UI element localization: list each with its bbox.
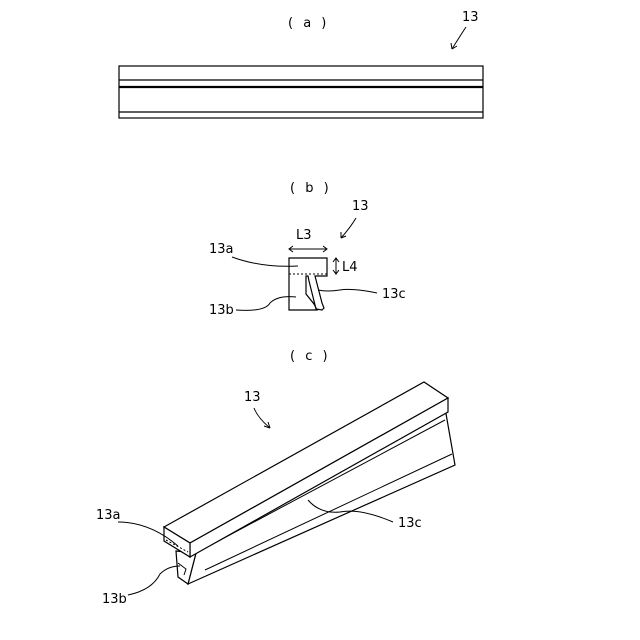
panel-b-ref-arrow bbox=[341, 218, 356, 238]
label-13a: 13a bbox=[209, 242, 234, 257]
panel-c-ref-arrow bbox=[254, 408, 270, 428]
rail-perspective bbox=[164, 382, 455, 584]
panel-a-caption: ( a ) bbox=[288, 16, 329, 31]
panel-b-ref-label: 13 bbox=[352, 199, 369, 214]
panel-a: ( a ) 13 bbox=[119, 10, 483, 118]
rail-side-view bbox=[119, 66, 483, 118]
dimension-l3-label: L3 bbox=[296, 228, 312, 243]
panel-c-ref-label: 13 bbox=[244, 390, 261, 405]
panel-c: ( c ) 13 13a 13b 13c bbox=[96, 349, 455, 607]
panel-b: ( b ) 13 L3 L4 13a 13b 13c bbox=[209, 181, 406, 318]
leader-13c bbox=[318, 289, 377, 293]
panel-a-ref-arrow bbox=[452, 27, 466, 49]
panel-c-caption: ( c ) bbox=[290, 349, 331, 364]
panel-a-ref-label: 13 bbox=[462, 10, 479, 25]
label-13c: 13c bbox=[382, 287, 406, 302]
leader-13b bbox=[236, 297, 296, 311]
label-13b: 13b bbox=[209, 303, 234, 318]
leader-c-13b bbox=[128, 566, 180, 595]
label-c-13c: 13c bbox=[398, 516, 422, 531]
label-c-13a: 13a bbox=[96, 508, 121, 523]
leader-13a bbox=[232, 257, 298, 266]
label-c-13b: 13b bbox=[102, 592, 127, 607]
panel-b-caption: ( b ) bbox=[290, 181, 332, 196]
dimension-l4-label: L4 bbox=[342, 260, 358, 275]
